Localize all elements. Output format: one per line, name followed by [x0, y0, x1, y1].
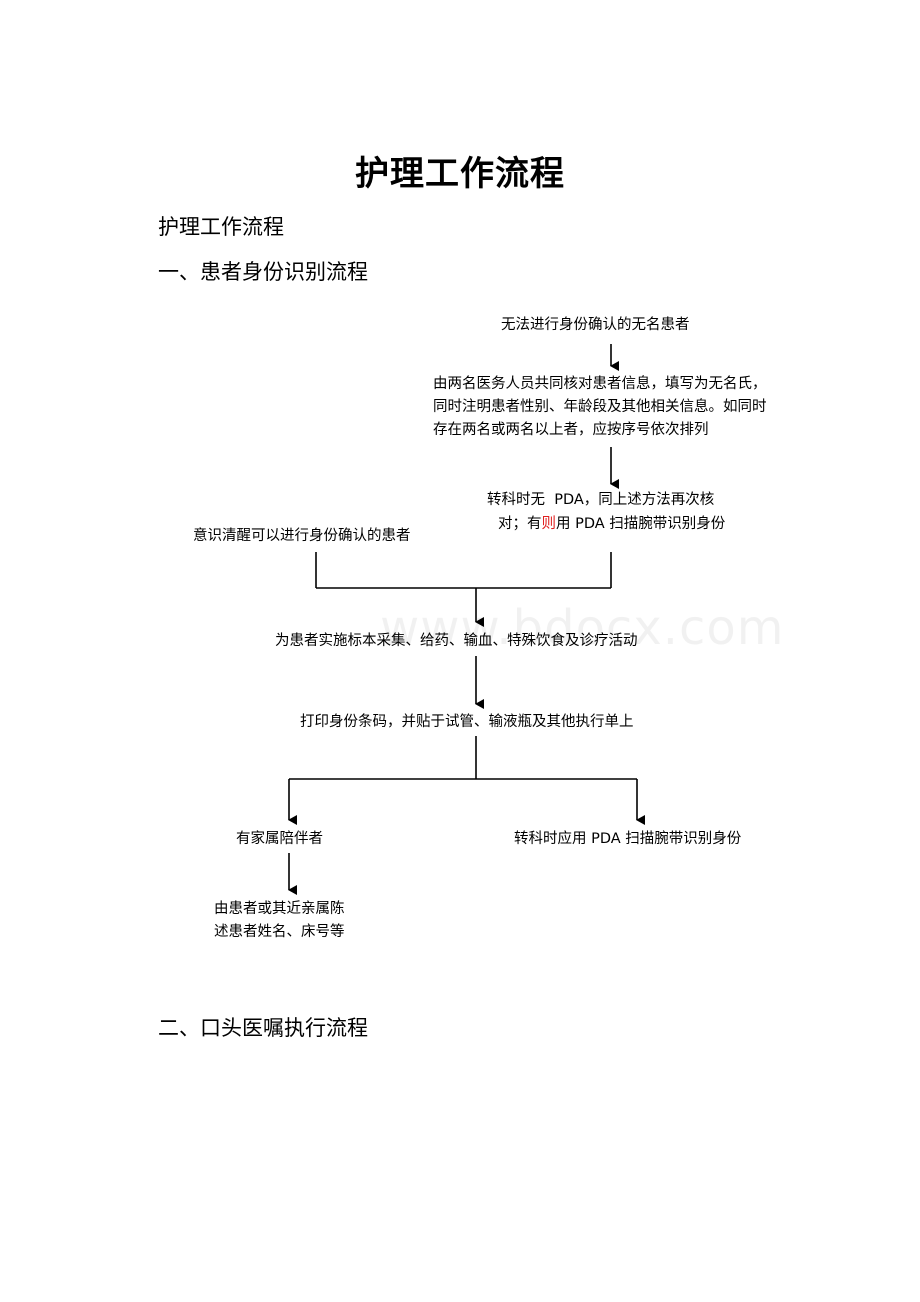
node-transfer-no-pda-line2: 对；有则用 PDA 扫描腕带识别身份	[498, 513, 725, 536]
node-transfer-no-pda-line1: 转科时无 PDA，同上述方法再次核	[487, 492, 715, 508]
node-family-states-line: 述患者姓名、床号等	[214, 924, 345, 940]
document-title: 护理工作流程	[355, 154, 565, 194]
node-unnamed-patient: 无法进行身份确认的无名患者	[501, 317, 690, 333]
node-two-staff-check-line: 存在两名或两名以上者，应按序号依次排列	[433, 422, 709, 438]
section-heading-1: 一、患者身份识别流程	[158, 260, 368, 284]
node-family-states-line: 由患者或其近亲属陈	[214, 901, 345, 917]
watermark: www.bdocx.com	[380, 600, 785, 656]
node-family-present: 有家属陪伴者	[236, 831, 323, 847]
transfer-line2-red-char: 则	[541, 516, 557, 532]
transfer-line2-suffix: 用 PDA 扫描腕带识别身份	[556, 516, 726, 532]
node-two-staff-check-line: 由两名医务人员共同核对患者信息，填写为无名氏，	[433, 376, 767, 392]
node-family-states: 由患者或其近亲属陈 述患者姓名、床号等	[214, 898, 345, 944]
transfer-line2-prefix: 对；有	[498, 516, 542, 532]
node-print-barcode: 打印身份条码，并贴于试管、输液瓶及其他执行单上	[300, 714, 634, 730]
section-heading-2: 二、口头医嘱执行流程	[158, 1016, 368, 1040]
node-two-staff-check-line: 同时注明患者性别、年龄段及其他相关信息。如同时	[433, 399, 767, 415]
node-procedures: 为患者实施标本采集、给药、输血、特殊饮食及诊疗活动	[275, 633, 638, 649]
subtitle: 护理工作流程	[158, 215, 284, 239]
node-conscious-patient: 意识清醒可以进行身份确认的患者	[193, 528, 411, 544]
node-two-staff-check: 由两名医务人员共同核对患者信息，填写为无名氏， 同时注明患者性别、年龄段及其他相…	[433, 373, 767, 442]
node-transfer-pda: 转科时应用 PDA 扫描腕带识别身份	[514, 831, 742, 847]
